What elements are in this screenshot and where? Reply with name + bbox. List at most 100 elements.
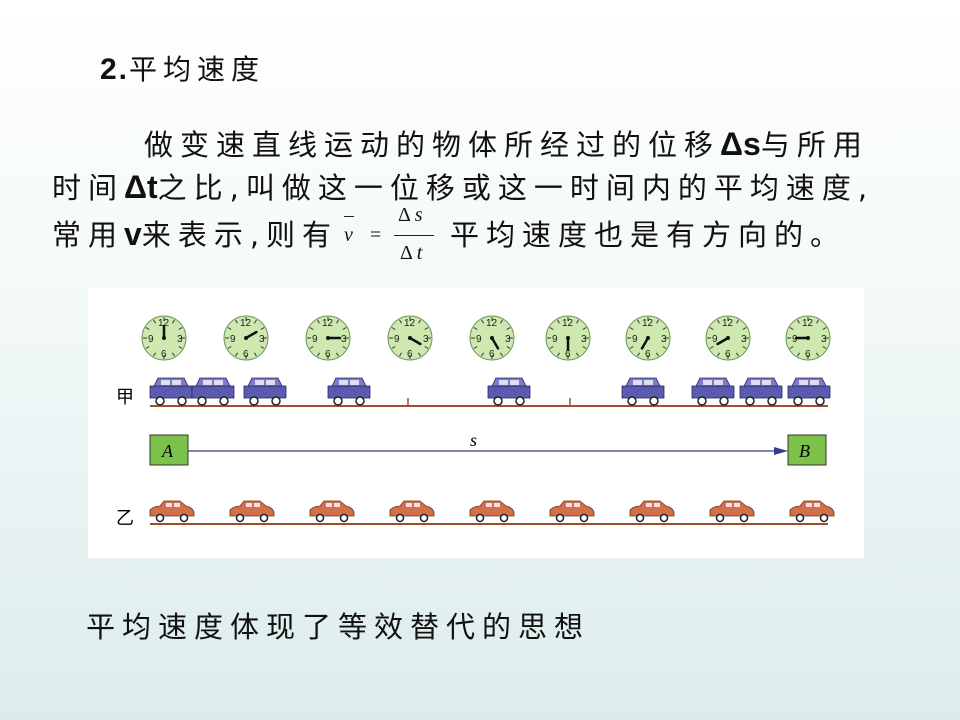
average-velocity-formula: v = Δ s Δ t	[336, 202, 436, 272]
section-number: 2.	[100, 53, 130, 86]
label-jia: 甲	[116, 387, 134, 408]
clock-number: 3	[581, 334, 587, 345]
clock-number: 12	[486, 318, 498, 329]
blue-car-icon	[739, 377, 783, 406]
clock-icon: 12 369	[305, 315, 351, 361]
red-car-icon	[149, 500, 195, 523]
clock-number: 3	[505, 334, 511, 345]
clock-number: 3	[821, 334, 827, 345]
clock-number: 6	[805, 349, 811, 360]
line2-text-b: 之比,叫做这一位移或这一时间内的平均速度,	[157, 171, 875, 205]
section-title: 平均速度	[129, 53, 266, 86]
red-car-icon	[389, 500, 435, 523]
red-car-icon	[309, 500, 355, 523]
clock-number: 12	[722, 318, 734, 329]
red-car-icon	[229, 500, 275, 523]
label-s: s	[470, 430, 477, 450]
blue-car-icon	[621, 377, 665, 406]
clock-number: 3	[341, 334, 347, 345]
clock-number: 6	[489, 349, 495, 360]
clock-number: 3	[259, 334, 265, 345]
red-car-icon	[469, 500, 515, 523]
formula-equals: =	[370, 224, 382, 246]
clock-number: 9	[632, 334, 638, 345]
clock-number: 6	[407, 349, 413, 360]
clock-number: 9	[476, 334, 482, 345]
clock-number: 9	[552, 334, 558, 345]
red-car-icon	[789, 500, 835, 523]
clock-number: 6	[325, 349, 331, 360]
numerator-var: s	[414, 204, 423, 226]
clock-number: 12	[404, 318, 416, 329]
clock-icon: 12 369	[141, 315, 187, 361]
delta-s-symbol: Δs	[720, 126, 761, 162]
paragraph-line-2: 时间Δt之比,叫做这一位移或这一时间内的平均速度,	[52, 165, 874, 207]
clock-number: 9	[394, 334, 400, 345]
v-overbar	[344, 216, 354, 217]
formula-lhs: v	[344, 224, 353, 246]
line3-text-b: 来表示,则有	[141, 218, 339, 252]
label-b: B	[799, 441, 810, 461]
fraction-bar	[394, 235, 434, 236]
clock-number: 6	[645, 349, 651, 360]
motion-diagram-svg: 1236912369123691236912369123691236912369…	[116, 315, 835, 529]
clock-number: 9	[230, 334, 236, 345]
line2-text-a: 时间	[52, 171, 125, 205]
line1-text-a: 做变速直线运动的物体所经过的位移	[144, 128, 721, 162]
paragraph-line-3: 常用v来表示,则有	[52, 212, 338, 254]
clock-number: 9	[312, 334, 318, 345]
box-a	[149, 434, 189, 466]
line1-text-b: 与所用	[760, 128, 869, 162]
blue-car-icon	[191, 377, 235, 406]
line3-text-a: 常用	[52, 218, 125, 252]
blue-car-icon	[327, 377, 371, 406]
clock-icon: 12 369	[705, 315, 751, 361]
red-car-icon	[709, 500, 755, 523]
clock-icon: 12 369	[223, 315, 269, 361]
section-heading: 2.平均速度	[100, 48, 265, 88]
denominator-var: t	[416, 242, 423, 264]
clock-number: 3	[423, 334, 429, 345]
box-b	[787, 434, 827, 466]
clock-number: 9	[792, 334, 798, 345]
paragraph-tail: 平均速度也是有方向的。	[450, 218, 847, 252]
bottom-statement: 平均速度体现了等效替代的思想	[86, 610, 591, 644]
blue-car-icon	[149, 377, 193, 406]
clock-number: 12	[158, 318, 170, 329]
clock-number: 6	[565, 349, 571, 360]
blue-car-icon	[787, 377, 831, 406]
label-a: A	[161, 441, 174, 461]
clock-icon: 12 369	[785, 315, 831, 361]
paragraph-line-1: 做变速直线运动的物体所经过的位移Δs与所用	[144, 122, 869, 164]
formula-denominator: Δ t	[400, 242, 422, 265]
denominator-delta: Δ	[400, 242, 412, 264]
blue-car-icon	[691, 377, 735, 406]
blue-car-icon	[243, 377, 287, 406]
clock-number: 9	[712, 334, 718, 345]
displacement-arrowhead	[774, 447, 788, 455]
numerator-delta: Δ	[398, 204, 410, 226]
clock-number: 6	[161, 349, 167, 360]
clock-number: 3	[177, 334, 183, 345]
clock-number: 6	[243, 349, 249, 360]
clock-icon: 12 369	[469, 315, 515, 361]
clock-number: 12	[240, 318, 252, 329]
blue-car-icon	[487, 377, 531, 406]
clock-number: 12	[322, 318, 334, 329]
clock-number: 12	[642, 318, 654, 329]
clock-number: 12	[802, 318, 814, 329]
clock-number: 3	[661, 334, 667, 345]
clock-number: 12	[562, 318, 574, 329]
v-symbol: v	[124, 216, 142, 252]
red-car-icon	[629, 500, 675, 523]
label-yi: 乙	[116, 508, 134, 529]
clock-icon: 12 369	[625, 315, 671, 361]
clock-number: 3	[741, 334, 747, 345]
red-car-icon	[549, 500, 595, 523]
clock-number: 9	[148, 334, 154, 345]
clock-icon: 12 369	[387, 315, 433, 361]
delta-t-symbol: Δt	[124, 169, 158, 205]
clock-icon: 12 369	[545, 315, 591, 361]
clock-number: 6	[725, 349, 731, 360]
